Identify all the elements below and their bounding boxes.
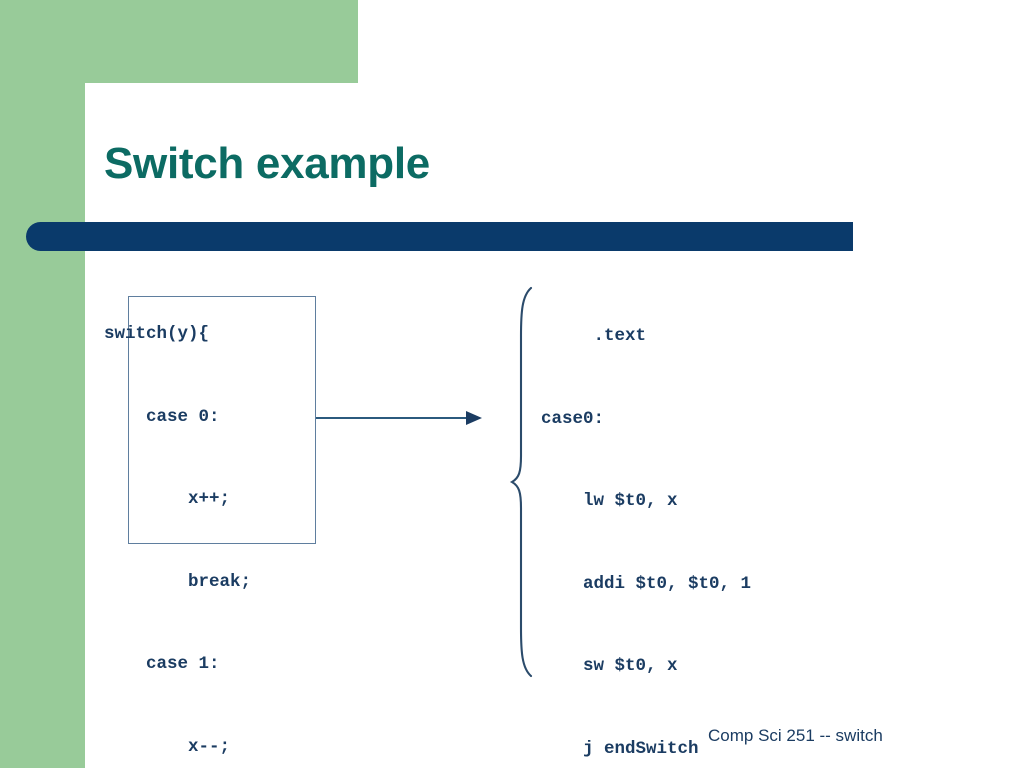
translates-to-arrow: [316, 411, 482, 425]
slide-footer: Comp Sci 251 -- switch: [708, 726, 883, 745]
code-line: break;: [104, 571, 252, 592]
code-line: addi $t0, $t0, 1: [541, 573, 752, 594]
page-title: Switch example: [104, 139, 430, 188]
left-curly-brace: [509, 286, 533, 678]
code-line: j endSwitch: [541, 738, 699, 759]
white-content-card: [85, 83, 1024, 768]
code-line: case 1:: [104, 654, 220, 674]
c-switch-statement: switch(y){ case 0: x++; break; case 1: x…: [104, 266, 262, 768]
highlighted-case-block: [128, 296, 316, 544]
code-line: lw $t0, x: [541, 491, 678, 511]
code-line: sw $t0, x: [541, 656, 678, 676]
code-line: x--;: [104, 736, 231, 757]
code-line: case 0:: [104, 406, 220, 427]
code-line: .text: [541, 326, 647, 346]
code-line: switch(y){: [104, 324, 210, 344]
title-underline-bar: [26, 222, 853, 251]
mips-assembly-translation: .text case0: lw $t0, x addi $t0, $t0, 1 …: [541, 268, 751, 768]
code-line: x++;: [104, 489, 231, 509]
green-left-strip: [0, 0, 85, 768]
code-line: case0:: [541, 408, 605, 429]
